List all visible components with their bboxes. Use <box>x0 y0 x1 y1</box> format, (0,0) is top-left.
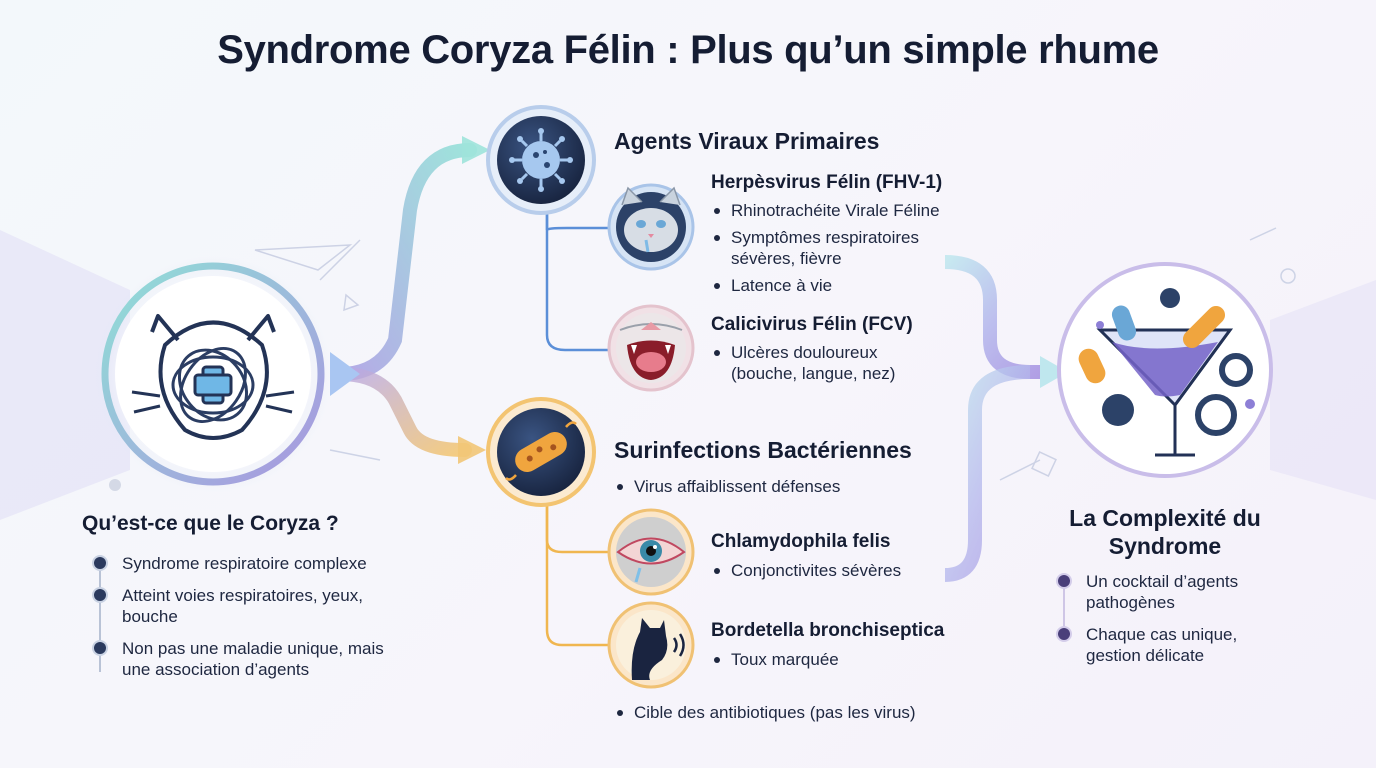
bacterial-heading: Surinfections Bactériennes <box>614 437 912 463</box>
sick-cat-face-icon <box>607 183 695 271</box>
list-item: Latence à vie <box>711 275 956 296</box>
list-item: Chaque cas unique, gestion délicate <box>1058 624 1278 666</box>
coughing-cat-icon <box>607 601 695 689</box>
arrowhead-viral <box>462 136 490 164</box>
list-item: Cible des antibiotiques (pas les virus) <box>614 702 974 723</box>
complexity-heading: La Complexité du Syndrome <box>1069 505 1261 559</box>
list-item: Virus affaiblissent défenses <box>614 476 914 497</box>
connector-bacterial-to-complexity <box>944 365 1031 582</box>
bordetella-list: Toux marquée <box>711 649 941 676</box>
decorative-dot <box>109 479 121 491</box>
tree-line-bordetella <box>545 500 615 647</box>
page-title: Syndrome Coryza Félin : Plus qu’un simpl… <box>217 28 1159 72</box>
chlamydophila-list: Conjonctivites sévères <box>711 560 941 587</box>
left-heading: Qu’est-ce que le Coryza ? <box>82 512 339 535</box>
calici-list: Ulcères douloureux (bouche, langue, nez) <box>711 342 921 390</box>
arrowhead-left <box>330 352 360 396</box>
background-shape-right <box>1270 280 1376 500</box>
bacterial-footer-list: Cible des antibiotiques (pas les virus) <box>614 702 974 729</box>
list-item: Toux marquée <box>711 649 941 670</box>
tree-line-calici <box>545 210 615 352</box>
infected-eye-icon <box>607 508 695 596</box>
connector-viral-to-complexity <box>944 255 1045 379</box>
arrowhead-bacterial <box>458 436 486 464</box>
left-list-line <box>99 566 101 672</box>
cat-mouth-ulcers-icon <box>607 304 695 392</box>
list-item: Symptômes respiratoires sévères, fièvre <box>711 227 956 269</box>
decorative-lines <box>254 227 1296 481</box>
list-item: Ulcères douloureux (bouche, langue, nez) <box>711 342 921 384</box>
background-shape-left <box>0 230 130 520</box>
connector-to-bacterial <box>333 367 472 457</box>
herpes-list: Rhinotrachéite Virale Féline Symptômes r… <box>711 200 956 302</box>
bacteria-icon <box>486 397 596 507</box>
chlamydophila-title: Chlamydophila felis <box>711 531 891 552</box>
cat-head-with-medical-cross-icon <box>95 256 331 492</box>
right-list: Un cocktail d’agents pathogènes Chaque c… <box>1058 571 1278 677</box>
tree-line-herpes <box>545 210 615 231</box>
left-list: Syndrome respiratoire complexe Atteint v… <box>94 553 404 691</box>
bordetella-title: Bordetella bronchiseptica <box>711 620 945 641</box>
calici-title: Calicivirus Félin (FCV) <box>711 314 913 335</box>
list-item: Syndrome respiratoire complexe <box>94 553 404 574</box>
right-list-line <box>1063 585 1065 637</box>
virus-icon <box>486 105 596 215</box>
pathogen-cocktail-glass-icon <box>1057 262 1273 478</box>
tree-line-chlamydophila <box>545 500 615 554</box>
bacterial-intro-list: Virus affaiblissent défenses <box>614 476 914 503</box>
list-item: Un cocktail d’agents pathogènes <box>1058 571 1278 613</box>
list-item: Atteint voies respiratoires, yeux, bouch… <box>94 585 404 627</box>
list-item: Rhinotrachéite Virale Féline <box>711 200 956 221</box>
herpes-title: Herpèsvirus Félin (FHV-1) <box>711 172 943 193</box>
arrowhead-right <box>1040 356 1068 388</box>
list-item: Conjonctivites sévères <box>711 560 941 581</box>
viral-heading: Agents Viraux Primaires <box>614 128 880 154</box>
connector-to-viral <box>333 143 477 381</box>
list-item: Non pas une maladie unique, mais une ass… <box>94 638 404 680</box>
